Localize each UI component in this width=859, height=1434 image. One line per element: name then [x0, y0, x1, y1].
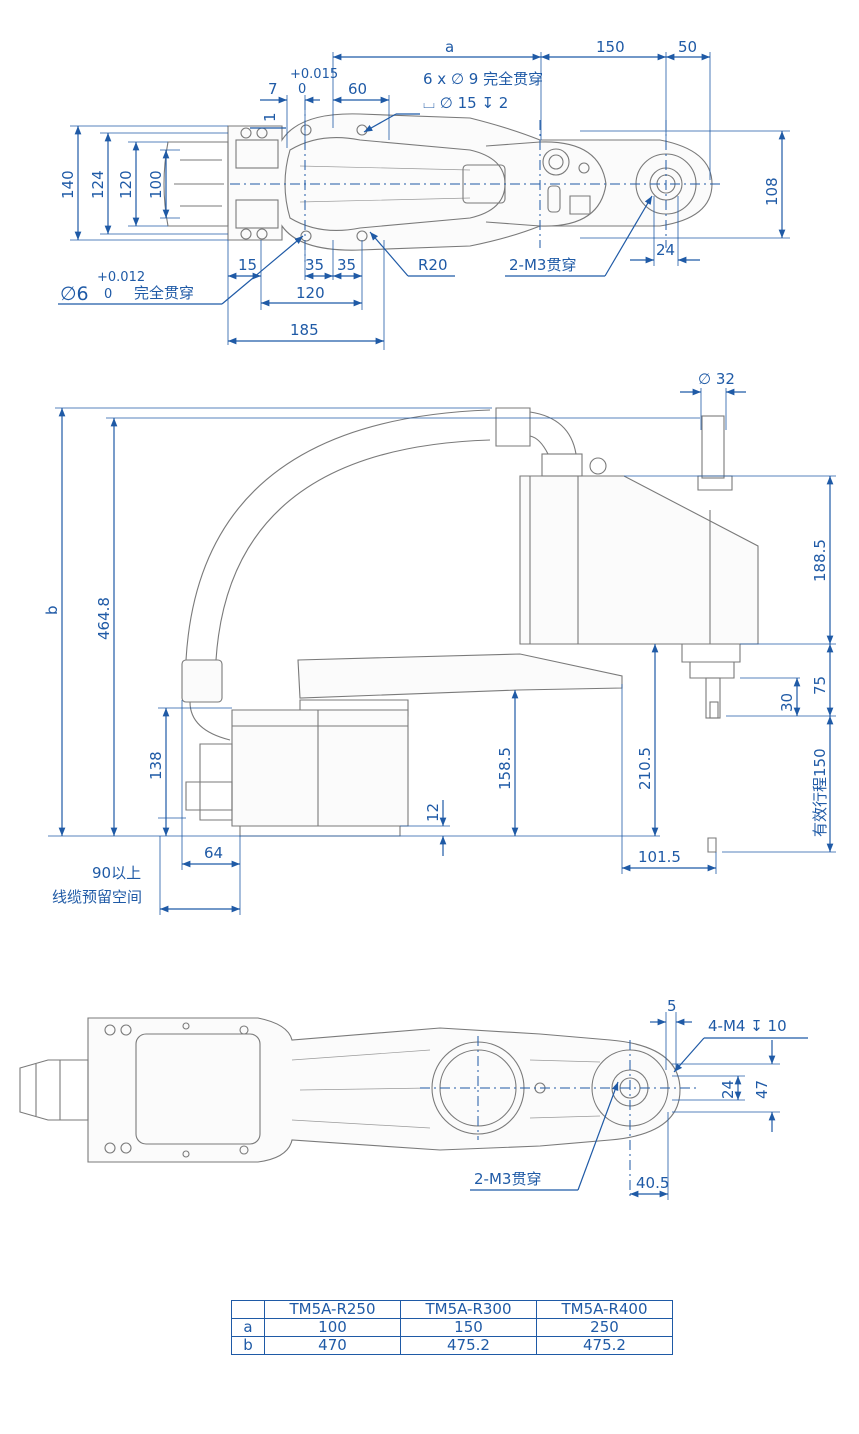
bottom-arm-outline: [19, 1017, 681, 1163]
dim-50: 50: [678, 38, 697, 56]
table-header-cell: [231, 1300, 265, 1319]
dim-dia6: ∅6: [60, 283, 89, 305]
dim-188-5: 188.5: [811, 539, 829, 582]
dim-24-bottom: 24: [719, 1080, 737, 1099]
dim-47: 47: [753, 1080, 771, 1099]
dim-1: 1: [261, 112, 279, 122]
dim-b: b: [43, 605, 61, 615]
dim-r20: R20: [418, 256, 448, 274]
table-cell: 100: [264, 1318, 401, 1337]
note-holes: 6 x ∅ 9 完全贯穿: [423, 70, 543, 88]
dim-tol-zero: 0: [298, 82, 306, 97]
dim-40-5: 40.5: [636, 1174, 669, 1192]
note-thru: 完全贯穿: [134, 284, 194, 302]
table-cell: b: [231, 1336, 265, 1355]
dim-124: 124: [89, 170, 107, 199]
table-cell: 470: [264, 1336, 401, 1355]
dim-158-5: 158.5: [496, 747, 514, 790]
dim-tol-012: +0.012: [97, 270, 145, 285]
table-cell: 475.2: [400, 1336, 537, 1355]
note-m4: 4-M4 ↧ 10: [708, 1017, 787, 1035]
dim-35-b: 35: [337, 256, 356, 274]
dim-a: a: [445, 38, 454, 56]
dim-150: 150: [596, 38, 625, 56]
dim-185: 185: [290, 321, 319, 339]
note-counterbore: ⌴ ∅ 15 ↧ 2: [423, 94, 508, 112]
dim-30: 30: [778, 693, 796, 712]
table-row: a 100 150 250: [231, 1318, 673, 1337]
side-robot-outline: [181, 407, 759, 837]
table-header-cell: TM5A-R400: [536, 1300, 673, 1319]
top-view: a 150 50 +0.015 0 7 60 1 6 x ∅ 9 完全贯穿 ⌴ …: [58, 38, 790, 350]
dim-120-h: 120: [296, 284, 325, 302]
table-cell: 475.2: [536, 1336, 673, 1355]
dim-100: 100: [147, 170, 165, 199]
dim-464-8: 464.8: [95, 597, 113, 640]
table-row: b 470 475.2 475.2: [231, 1336, 673, 1355]
dim-stroke: 有效行程150: [811, 748, 829, 837]
side-view: ∅ 32 b 464.8 188.5 75 30 有效行程150 138 158…: [43, 370, 836, 915]
dim-210-5: 210.5: [636, 747, 654, 790]
table-cell: 150: [400, 1318, 537, 1337]
top-arm-outline: [163, 113, 713, 251]
note-cable-1: 90以上: [92, 864, 141, 882]
spec-table: TM5A-R250 TM5A-R300 TM5A-R400 a 100 150 …: [231, 1300, 673, 1355]
dim-24-top: 24: [656, 241, 675, 259]
table-header-cell: TM5A-R300: [400, 1300, 537, 1319]
table-header-cell: TM5A-R250: [264, 1300, 401, 1319]
dim-75: 75: [811, 676, 829, 695]
dim-35-a: 35: [305, 256, 324, 274]
table-cell: a: [231, 1318, 265, 1337]
note-m3-top: 2-M3贯穿: [509, 256, 576, 274]
dim-101-5: 101.5: [638, 848, 681, 866]
bottom-view: 5 4-M4 ↧ 10 24 47 2-M3贯穿 40.5: [19, 997, 808, 1200]
dim-120-v: 120: [117, 170, 135, 199]
note-cable-2: 线缆预留空间: [52, 888, 142, 906]
dim-138: 138: [147, 751, 165, 780]
dim-15: 15: [238, 256, 257, 274]
dim-7: 7: [268, 80, 278, 98]
dim-dia32: ∅ 32: [698, 370, 735, 388]
dim-60: 60: [348, 80, 367, 98]
dim-5: 5: [667, 997, 677, 1015]
dim-12: 12: [424, 803, 442, 822]
dim-tol-zero-2: 0: [104, 287, 112, 302]
table-cell: 250: [536, 1318, 673, 1337]
dim-140: 140: [59, 170, 77, 199]
note-m3-bottom: 2-M3贯穿: [474, 1170, 541, 1188]
table-header-row: TM5A-R250 TM5A-R300 TM5A-R400: [231, 1300, 673, 1319]
dim-108: 108: [763, 177, 781, 206]
dim-tol-015: +0.015: [290, 67, 338, 82]
dim-64: 64: [204, 844, 223, 862]
